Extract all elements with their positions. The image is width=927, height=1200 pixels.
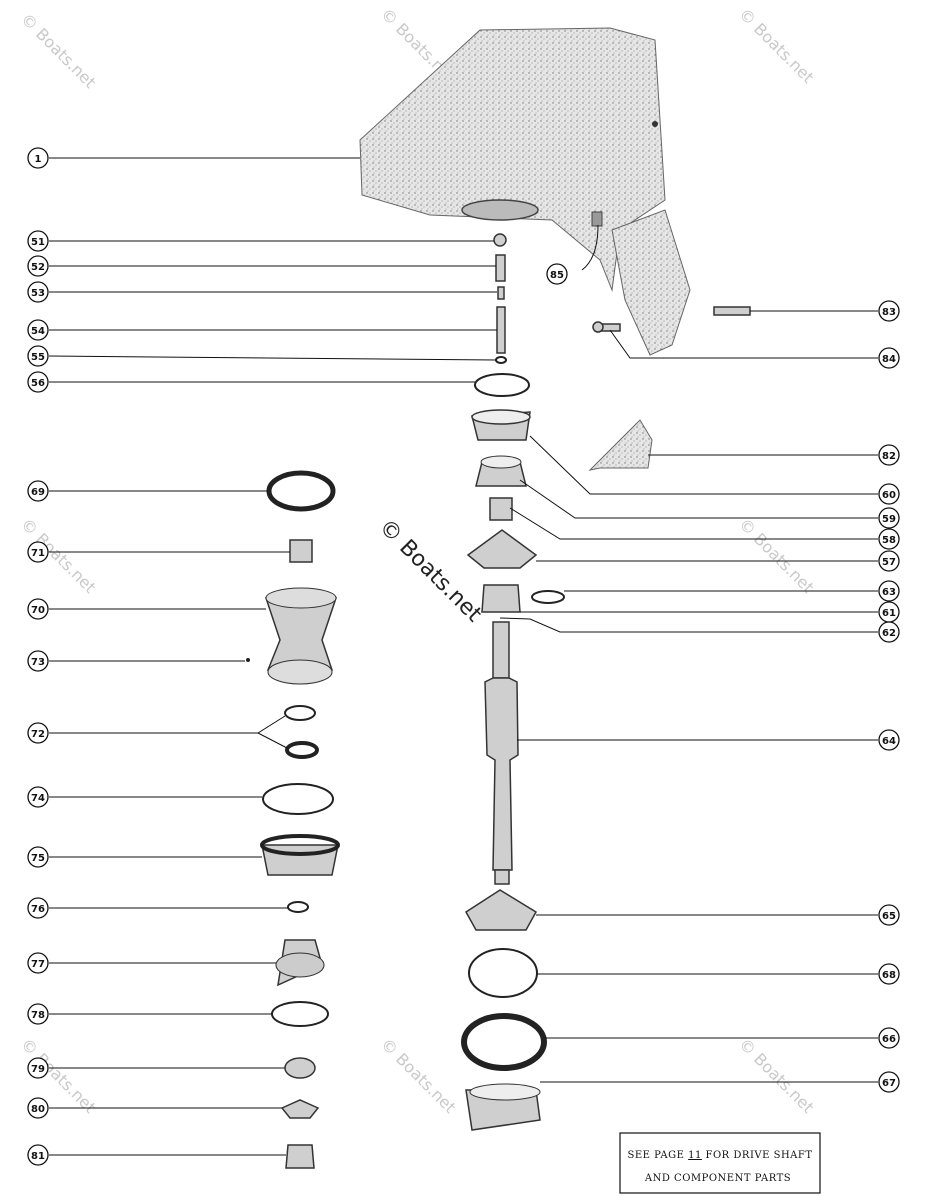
callout-62: 62: [878, 621, 900, 643]
svg-text:52: 52: [31, 262, 45, 273]
callout-82: 82: [878, 444, 900, 466]
svg-text:82: 82: [882, 451, 896, 462]
callout-78: 78: [27, 1003, 49, 1025]
note-line-1: SEE PAGE 11 FOR DRIVE SHAFT: [627, 1150, 812, 1161]
callout-83: 83: [878, 300, 900, 322]
svg-text:68: 68: [882, 970, 896, 981]
callout-51: 51: [27, 230, 49, 252]
callout-80: 80: [27, 1097, 49, 1119]
leader-lines: [48, 157, 878, 1156]
svg-text:63: 63: [882, 587, 896, 598]
callout-54: 54: [27, 319, 49, 341]
svg-text:78: 78: [31, 1010, 45, 1021]
watermark-bottom-center: © Boats.net: [377, 1034, 459, 1116]
callout-76: 76: [27, 897, 49, 919]
svg-text:54: 54: [31, 326, 45, 337]
svg-text:71: 71: [31, 548, 45, 559]
callout-68: 68: [878, 963, 900, 985]
svg-text:58: 58: [882, 535, 896, 546]
callout-58: 58: [878, 528, 900, 550]
svg-text:74: 74: [31, 793, 45, 804]
callout-81: 81: [27, 1144, 49, 1166]
svg-text:80: 80: [31, 1104, 45, 1115]
svg-text:53: 53: [31, 288, 45, 299]
callout-1: 1: [27, 147, 49, 169]
svg-text:77: 77: [31, 959, 45, 970]
callout-84: 84: [878, 347, 900, 369]
parts-65-68: [461, 889, 547, 1131]
callouts: 1 51 52 53 54 55 56 69 71 70 73 72 74 75…: [27, 147, 900, 1166]
callout-61: 61: [878, 601, 900, 623]
watermark-top-right: © Boats.net: [735, 4, 817, 86]
watermark-mid-right: © Boats.net: [735, 514, 817, 596]
svg-text:61: 61: [882, 608, 896, 619]
svg-text:65: 65: [882, 911, 896, 922]
callout-59: 59: [878, 507, 900, 529]
callout-55: 55: [27, 345, 49, 367]
svg-text:57: 57: [882, 557, 896, 568]
callout-75: 75: [27, 846, 49, 868]
svg-text:51: 51: [31, 237, 45, 248]
callout-71: 71: [27, 541, 49, 563]
reference-note: SEE PAGE 11 FOR DRIVE SHAFT AND COMPONEN…: [619, 1132, 821, 1194]
note-line-2: AND COMPONENT PARTS: [644, 1173, 791, 1184]
svg-text:76: 76: [31, 904, 45, 915]
drive-shaft: [484, 621, 519, 885]
callout-64: 64: [878, 729, 900, 751]
parts-82-85: [588, 306, 751, 471]
callout-66: 66: [878, 1027, 900, 1049]
callout-63: 63: [878, 580, 900, 602]
svg-text:67: 67: [882, 1078, 896, 1089]
callout-57: 57: [878, 550, 900, 572]
svg-text:72: 72: [31, 729, 45, 740]
callout-56: 56: [27, 371, 49, 393]
svg-text:64: 64: [882, 736, 896, 747]
watermark-bottom-right: © Boats.net: [735, 1034, 817, 1116]
callout-72: 72: [27, 722, 49, 744]
callout-60: 60: [878, 483, 900, 505]
callout-70: 70: [27, 598, 49, 620]
callout-69: 69: [27, 480, 49, 502]
svg-text:85: 85: [550, 270, 564, 281]
parts-69-81: [246, 470, 340, 1169]
callout-79: 79: [27, 1057, 49, 1079]
svg-text:79: 79: [31, 1064, 45, 1075]
callout-74: 74: [27, 786, 49, 808]
svg-text:66: 66: [882, 1034, 896, 1045]
svg-text:70: 70: [31, 605, 45, 616]
svg-text:59: 59: [882, 514, 896, 525]
svg-text:83: 83: [882, 307, 896, 318]
svg-text:75: 75: [31, 853, 45, 864]
svg-text:1: 1: [35, 154, 42, 165]
watermark-top-left: © Boats.net: [17, 9, 99, 91]
callout-85: 85: [546, 263, 568, 285]
parts-57-63: [466, 409, 565, 613]
svg-text:60: 60: [882, 490, 896, 501]
svg-text:55: 55: [31, 352, 45, 363]
callout-77: 77: [27, 952, 49, 974]
svg-text:73: 73: [31, 657, 45, 668]
gear-housing: [359, 27, 691, 356]
callout-67: 67: [878, 1071, 900, 1093]
callout-53: 53: [27, 281, 49, 303]
svg-text:81: 81: [31, 1151, 45, 1162]
callout-65: 65: [878, 904, 900, 926]
svg-text:84: 84: [882, 354, 896, 365]
svg-text:69: 69: [31, 487, 45, 498]
parts-51-56: [474, 233, 530, 397]
svg-text:62: 62: [882, 628, 896, 639]
svg-text:56: 56: [31, 378, 45, 389]
callout-73: 73: [27, 650, 49, 672]
watermark-center: © Boats.net: [374, 515, 487, 628]
callout-52: 52: [27, 255, 49, 277]
